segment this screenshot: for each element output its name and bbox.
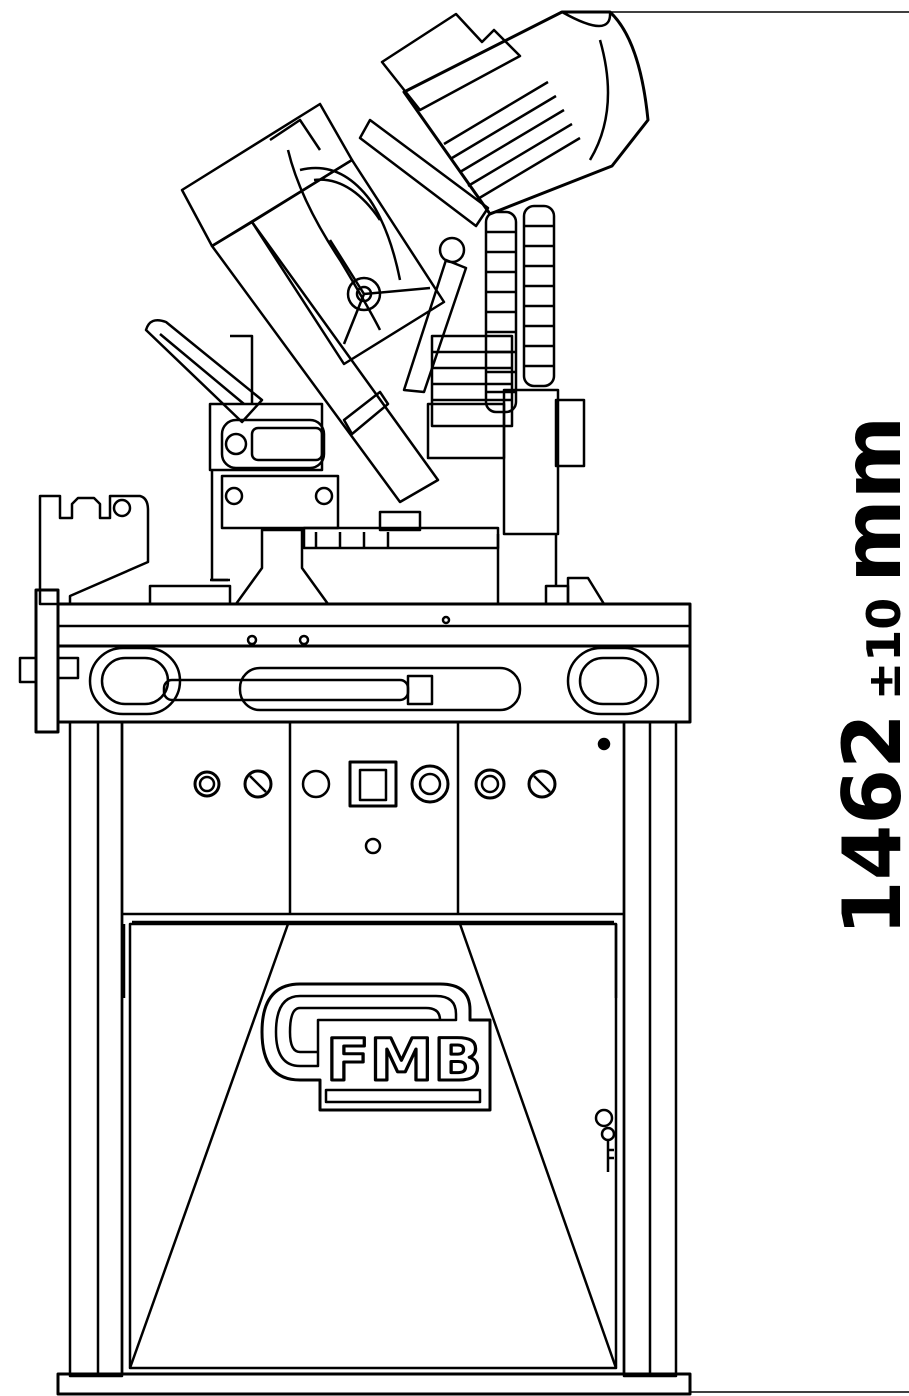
lever-handle	[144, 319, 264, 424]
dimension-value: 1462	[826, 713, 909, 936]
dimension-label: 1462 ±10 mm	[826, 416, 909, 936]
work-table	[18, 494, 692, 734]
control-panel-icon	[193, 737, 611, 855]
saw-head-icon	[180, 102, 506, 504]
spring-coils	[430, 204, 556, 428]
fmb-logo	[260, 982, 492, 1112]
logo-text: FMB	[326, 1026, 482, 1094]
column-base	[208, 334, 586, 606]
motor-icon	[380, 10, 650, 216]
key-icon	[594, 1108, 616, 1172]
base-stand	[56, 720, 692, 1396]
dimension-tolerance: ±10	[857, 598, 909, 701]
dimension-unit: mm	[826, 416, 909, 583]
dimension-lines	[560, 11, 909, 1393]
svg-text:1462 ±10 mm: 1462 ±10 mm	[826, 416, 909, 936]
